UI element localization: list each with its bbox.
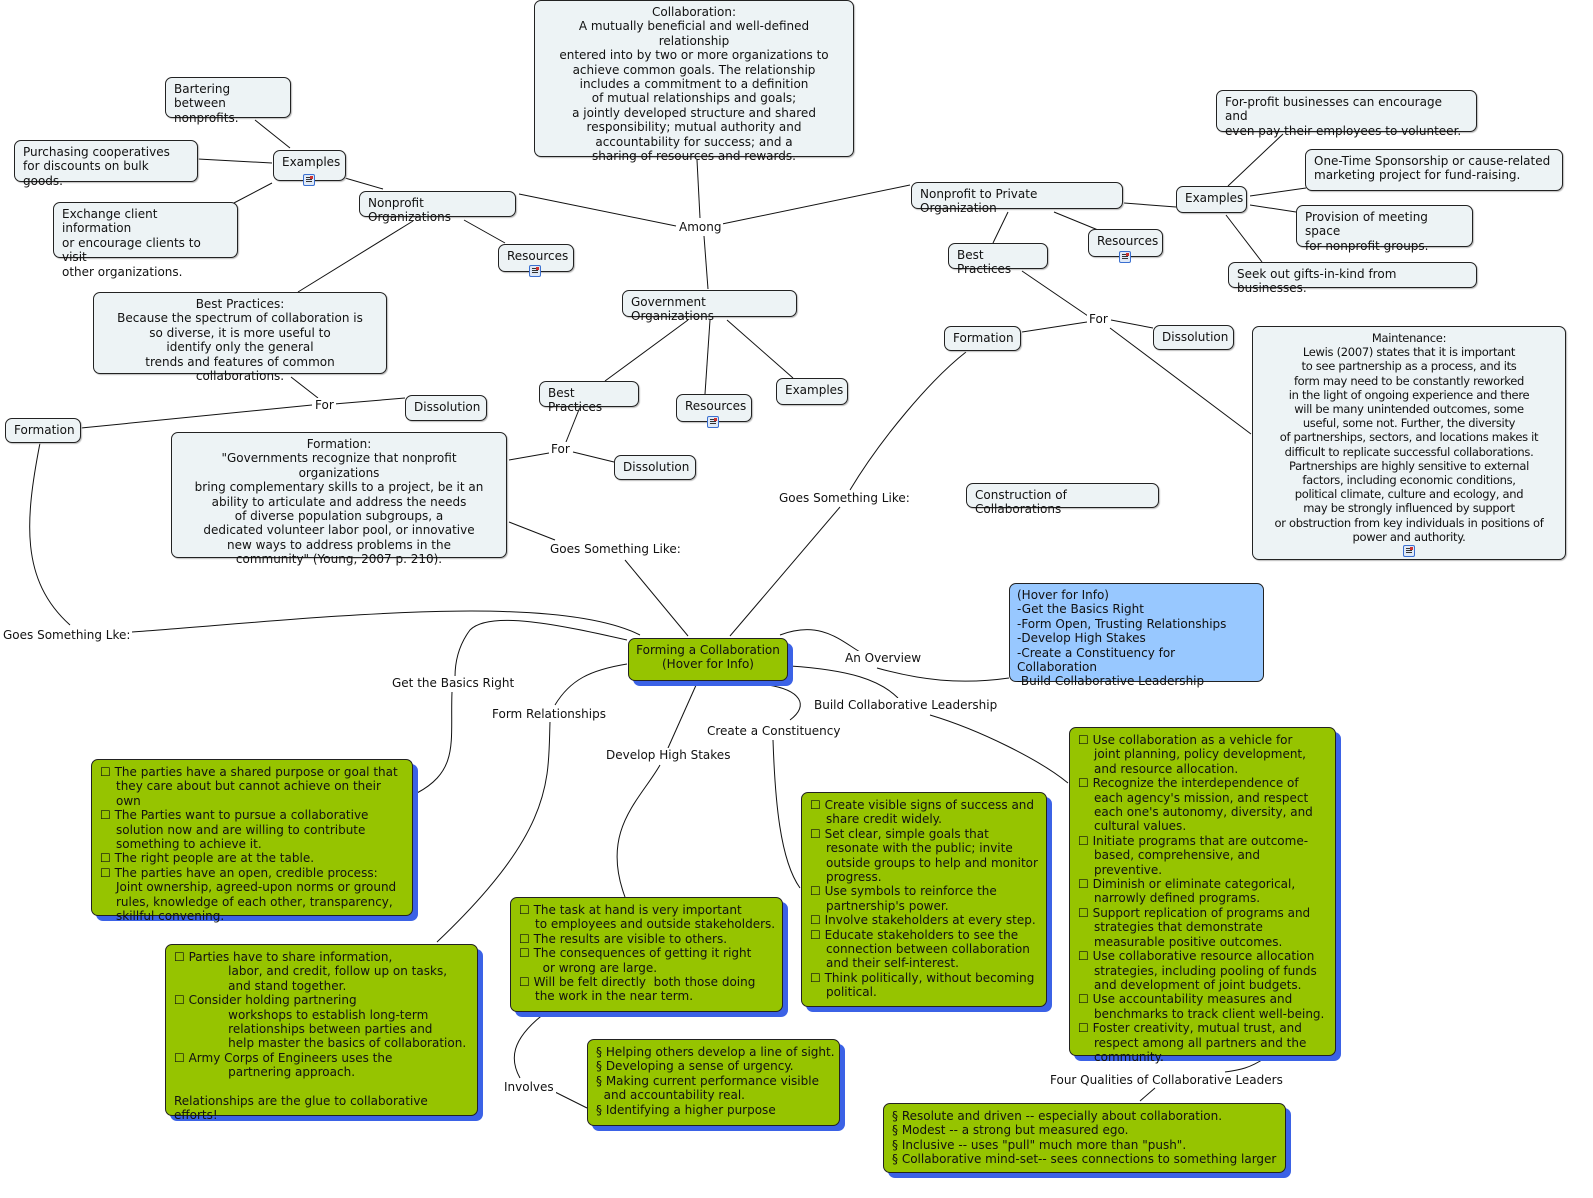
list-item: ☐ Initiate programs that are outcome- ba…	[1078, 833, 1309, 877]
list-item: ☐ Educate stakeholders to see the connec…	[810, 927, 1030, 971]
basics-box[interactable]: ☐ The parties have a shared purpose or g…	[91, 759, 413, 923]
nonprofit-resources-label: Resources	[507, 249, 569, 263]
nonprofit-best-practices-node[interactable]: Best Practices: Because the spectrum of …	[93, 292, 387, 383]
nonprofit-examples-label: Examples	[282, 155, 341, 169]
example-bartering-node[interactable]: Bartering between nonprofits.	[165, 77, 291, 125]
private-examples-node[interactable]: Examples	[1176, 186, 1247, 213]
list-item: ☐ Use accountability measures and benchm…	[1078, 992, 1325, 1021]
private-maintenance-node[interactable]: Maintenance: Lewis (2007) states that it…	[1252, 326, 1566, 561]
list-item: § Inclusive -- uses "pull" much more tha…	[892, 1137, 1187, 1152]
example-sponsorship-node[interactable]: One-Time Sponsorship or cause-related ma…	[1305, 149, 1563, 191]
list-item: ☐ Will be felt directly both those doing…	[519, 975, 756, 1004]
government-examples-node[interactable]: Examples	[776, 378, 848, 405]
example-exchange-node[interactable]: Exchange client information or encourage…	[53, 202, 238, 279]
get-basics-right-label: Get the Basics Right	[390, 676, 517, 690]
government-best-practices-node[interactable]: Best Practices	[539, 381, 639, 414]
note-icon[interactable]	[707, 416, 719, 428]
list-item: ☐ Use symbols to reinforce the partnersh…	[810, 884, 997, 913]
list-item: ☐ The parties have a shared purpose or g…	[100, 765, 398, 808]
among-label: Among	[677, 220, 724, 234]
nonprofit-to-private-node[interactable]: Nonprofit to Private Organization	[911, 182, 1123, 215]
list-item: ☐ Consider holding partnering workshops …	[174, 993, 467, 1051]
list-item: ☐ Think politically, without becoming po…	[810, 970, 1035, 1000]
overview-node[interactable]: (Hover for Info) -Get the Basics Right -…	[1009, 583, 1264, 688]
government-dissolution-node[interactable]: Dissolution	[614, 455, 696, 480]
list-item: § Resolute and driven -- especially abou…	[892, 1109, 1223, 1123]
list-item: ☐ The right people are at the table.	[100, 851, 315, 866]
list-item: ☐ The Parties want to pursue a collabora…	[100, 808, 369, 852]
involves-box[interactable]: § Helping others develop a line of sight…	[587, 1039, 840, 1126]
list-item: ☐ Foster creativity, mutual trust, and r…	[1078, 1021, 1307, 1064]
list-item: ☐ The parties have an open, credible pro…	[100, 865, 397, 924]
private-best-practices-node[interactable]: Best Practices	[948, 243, 1048, 276]
build-leadership-label: Build Collaborative Leadership	[812, 698, 1000, 712]
list-item: ☐ Parties have to share information, lab…	[174, 950, 448, 993]
list-item: ☐ The results are visible to others.	[519, 931, 728, 946]
list-item: ☐ The consequences of getting it right o…	[519, 946, 752, 975]
goes-something-like-label: Goes Something Lke:	[1, 628, 133, 642]
list-item: ☐ The task at hand is very important to …	[519, 903, 776, 932]
government-formation-node[interactable]: Formation: "Governments recognize that n…	[171, 432, 507, 566]
for-label: For	[549, 442, 572, 456]
list-item: ☐ Use collaborative resource allocation …	[1078, 949, 1317, 992]
list-item: § Identifying a higher purpose	[596, 1102, 776, 1117]
hierarchy-icon[interactable]	[1403, 545, 1415, 558]
private-dissolution-node[interactable]: Dissolution	[1153, 325, 1234, 350]
list-item: ☐ Set clear, simple goals that resonate …	[810, 826, 1038, 885]
list-item: § Developing a sense of urgency.	[596, 1059, 794, 1074]
list-item: ☐ Recognize the interdependence of each …	[1078, 776, 1313, 834]
develop-high-stakes-label: Develop High Stakes	[604, 748, 733, 762]
private-resources-node[interactable]: Resources	[1088, 229, 1163, 263]
nonprofit-organizations-node[interactable]: Nonprofit Organizations	[359, 191, 516, 224]
forming-collaboration-node[interactable]: Forming a Collaboration (Hover for Info)	[628, 638, 788, 681]
note-icon[interactable]	[1119, 251, 1131, 263]
list-item: ☐ Diminish or eliminate categorical, nar…	[1078, 877, 1296, 906]
private-resources-label: Resources	[1097, 234, 1159, 248]
goes-something-like-label: Goes Something Like:	[777, 491, 912, 505]
qualities-box[interactable]: § Resolute and driven -- especially abou…	[883, 1103, 1286, 1173]
for-label: For	[1087, 312, 1110, 326]
nonprofit-dissolution-node[interactable]: Dissolution	[405, 395, 487, 421]
list-item: ☐ Support replication of programs and st…	[1078, 905, 1311, 949]
government-organizations-node[interactable]: Government Organizations	[622, 290, 797, 323]
nonprofit-examples-node[interactable]: Examples	[273, 150, 346, 186]
government-resources-label: Resources	[685, 399, 747, 413]
an-overview-label: An Overview	[843, 651, 924, 665]
list-item: ☐ Army Corps of Engineers uses the partn…	[174, 1050, 393, 1080]
list-item: § Collaborative mind-set-- sees connecti…	[892, 1152, 1277, 1167]
list-item: ☐ Involve stakeholders at every step.	[810, 913, 1036, 928]
for-label: For	[313, 398, 336, 412]
note-icon[interactable]	[529, 265, 541, 277]
constituency-box[interactable]: ☐ Create visible signs of success and sh…	[801, 792, 1047, 1007]
list-item: ☐ Create visible signs of success and sh…	[810, 798, 1035, 827]
goes-something-like-label: Goes Something Like:	[548, 542, 683, 556]
construction-of-collaborations-node[interactable]: Construction of Collaborations	[966, 483, 1159, 516]
create-constituency-label: Create a Constituency	[705, 724, 843, 738]
collaboration-definition-node[interactable]: Collaboration: A mutually beneficial and…	[534, 0, 854, 163]
maintenance-text: Maintenance: Lewis (2007) states that it…	[1274, 331, 1544, 544]
list-item: § Making current performance visible and…	[596, 1073, 819, 1103]
relationships-box[interactable]: ☐ Parties have to share information, lab…	[165, 944, 478, 1122]
example-meeting-space-node[interactable]: Provision of meeting space for nonprofit…	[1296, 205, 1473, 253]
leadership-box[interactable]: ☐ Use collaboration as a vehicle for joi…	[1069, 727, 1336, 1064]
list-item: § Modest -- a strong but measured ego.	[892, 1123, 1129, 1138]
stakes-box[interactable]: ☐ The task at hand is very important to …	[510, 897, 783, 1012]
example-purchasing-node[interactable]: Purchasing cooperatives for discounts on…	[14, 140, 198, 188]
form-relationships-label: Form Relationships	[490, 707, 608, 721]
list-item: ☐ Use collaboration as a vehicle for joi…	[1078, 733, 1306, 776]
private-formation-node[interactable]: Formation	[944, 326, 1021, 351]
nonprofit-resources-node[interactable]: Resources	[498, 244, 574, 277]
note-icon[interactable]	[303, 174, 315, 186]
government-resources-node[interactable]: Resources	[676, 394, 752, 428]
involves-label: Involves	[502, 1080, 556, 1094]
example-for-profit-node[interactable]: For-profit businesses can encourage and …	[1216, 90, 1477, 138]
relationships-note: Relationships are the glue to collaborat…	[174, 1093, 428, 1123]
four-qualities-label: Four Qualities of Collaborative Leaders	[1048, 1073, 1285, 1087]
list-item: § Helping others develop a line of sight…	[596, 1045, 835, 1059]
example-gifts-in-kind-node[interactable]: Seek out gifts-in-kind from businesses.	[1228, 262, 1477, 295]
nonprofit-formation-node[interactable]: Formation	[5, 418, 81, 443]
